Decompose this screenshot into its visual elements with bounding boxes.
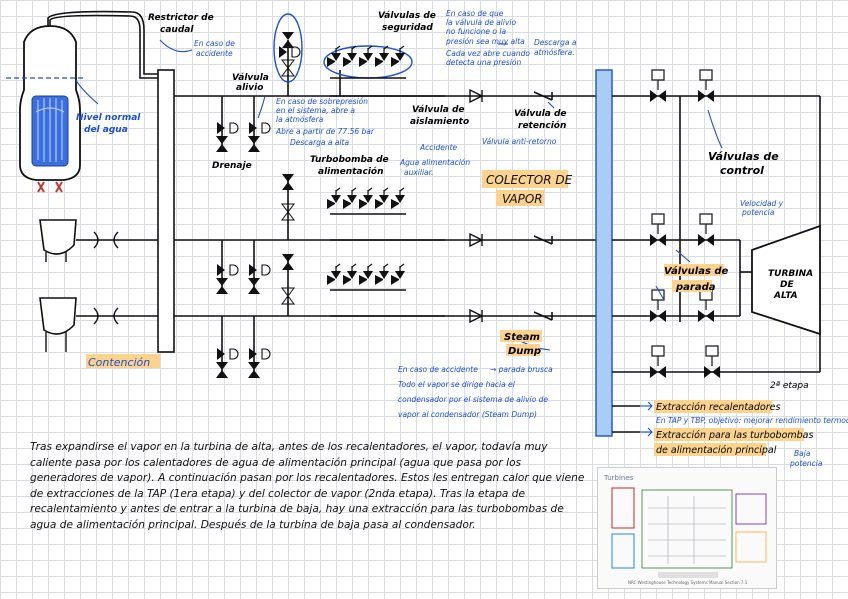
- label-safety-valves-2: seguridad: [382, 23, 433, 33]
- label-parada-2: parada: [675, 282, 716, 293]
- seg-note-2: la válvula de alivio: [446, 18, 516, 27]
- label-baja-2: potencia: [789, 459, 823, 468]
- dump-note-3: Todo el vapor se dirige hacia el: [398, 380, 516, 389]
- alivio-2: en el sistema, abre a: [276, 106, 355, 115]
- steam-dump-label: Steam Dump: [500, 330, 542, 357]
- safety-valves: [323, 45, 413, 291]
- stop-valves-label: Válvulas de parada: [664, 264, 729, 293]
- seg-note-1: En caso de que: [446, 9, 504, 18]
- dump-note-4: condensador por el sistema de alivio de: [398, 395, 548, 404]
- label-control: Válvulas de: [708, 150, 779, 163]
- label-restrictor-2: caudal: [160, 25, 194, 35]
- label-contencion: Contención: [88, 356, 150, 369]
- dump-note: En caso de accidente → parada brusca Tod…: [398, 365, 553, 419]
- turbina-2: DE: [780, 280, 794, 290]
- thumbnail-title: Turbines: [603, 474, 634, 482]
- label-ext-turbobombas: Extracción para las turbobombas: [656, 430, 813, 441]
- label-isolation: Válvula de: [412, 105, 465, 115]
- turbina-1: TURBINA: [768, 269, 813, 279]
- turbine-valves: [650, 69, 821, 378]
- label-restrictor: Restrictor de: [148, 13, 214, 23]
- label-turbobomba: Turbobomba de: [310, 155, 389, 165]
- alivio-1: En caso de sobrepresión: [276, 97, 368, 106]
- isolation-check-valves: [469, 88, 553, 324]
- restrictor-pipe-2: [47, 10, 158, 75]
- restrictor-icon: [76, 231, 158, 325]
- alivio-5: Descarga a alta: [290, 138, 349, 147]
- extraction-labels: 2ª etapa Extracción recalentadores En TA…: [654, 381, 848, 468]
- label-safety-valves: Válvulas de: [378, 11, 436, 21]
- hp-turbine: [751, 224, 821, 336]
- diagram-labels: Restrictor de caudal En caso de accident…: [76, 9, 577, 177]
- seg-note-5: Cada vez abre cuando: [446, 49, 530, 58]
- label-agua-aux-2: auxiliar.: [404, 168, 433, 177]
- reference-thumbnail: Turbines NRC Westinghouse Technology Sys…: [597, 467, 777, 589]
- label-isolation-2: aislamiento: [410, 117, 469, 127]
- label-accident-2: accidente: [196, 49, 233, 58]
- collector-label: COLECTOR DE VAPOR: [482, 170, 573, 206]
- label-agua-aux: Agua alimentación: [399, 158, 470, 167]
- descarga-2: atmósfera.: [534, 48, 575, 57]
- collector-label-1: COLECTOR DE: [486, 173, 573, 187]
- right-labels: Válvulas de control Velocidad y potencia: [708, 150, 784, 217]
- label-ext-turbobombas-2: de alimentación principal: [656, 445, 777, 456]
- label-check: Válvula de: [514, 109, 567, 119]
- label-segunda-etapa: 2ª etapa: [770, 381, 809, 391]
- label-baja: Baja: [794, 449, 811, 458]
- label-accidente: Accidente: [419, 143, 458, 152]
- label-control-2: control: [720, 164, 764, 177]
- label-accident: En caso de: [194, 39, 235, 48]
- seg-note-3: no funcione o la: [446, 27, 506, 36]
- dump-note-2: → parada brusca: [490, 365, 553, 374]
- label-anti-retorno: Válvula anti-retorno: [482, 137, 557, 146]
- steam-generator: [6, 25, 86, 193]
- alivio-3: la atmósfera: [276, 115, 324, 124]
- alivio-4: Abre a partir de 77.56 bar: [275, 127, 375, 136]
- label-velocidad: Velocidad y: [740, 199, 784, 208]
- seg-note-6: detecta una presión: [446, 58, 521, 67]
- steam-collector: [595, 69, 613, 437]
- dump-note-1: En caso de accidente: [398, 365, 478, 374]
- turbine-label: TURBINA DE ALTA: [768, 269, 813, 301]
- seg-note-4: presión sea muy alta: [445, 37, 525, 46]
- steam-dump-1: Steam: [504, 332, 540, 343]
- label-relief: Válvula: [232, 73, 269, 83]
- relief-valves: [273, 13, 303, 305]
- restrictor-pipe: [49, 14, 158, 79]
- label-drenaje: Drenaje: [212, 161, 252, 171]
- label-nivel: Nivel normal: [76, 113, 141, 123]
- label-nivel-2: del agua: [84, 125, 128, 135]
- dump-note-5: vapor al condensador (Steam Dump): [398, 410, 537, 419]
- label-turbobomba-2: alimentación: [318, 166, 384, 177]
- label-relief-2: alivio: [236, 83, 263, 93]
- descarga-1: Descarga a: [534, 38, 577, 47]
- containment-wall: [157, 69, 175, 353]
- label-tap-tbp: En TAP y TBP, objetivo: mejorar rendimie…: [656, 416, 848, 425]
- label-parada: Válvulas de: [664, 265, 729, 277]
- collector-label-2: VAPOR: [502, 192, 543, 206]
- label-ext-recalentadores: Extracción recalentadores: [656, 402, 780, 413]
- steam-generator-3: [39, 297, 77, 352]
- label-check-2: retención: [518, 120, 566, 131]
- containment-label: Contención: [86, 354, 160, 369]
- steam-dump-2: Dump: [508, 346, 541, 357]
- label-velocidad-2: potencia: [741, 208, 775, 217]
- steam-generator-2: [39, 219, 77, 262]
- explanation-paragraph: Tras expandirse el vapor en la turbina d…: [30, 441, 585, 531]
- thumbnail-caption: NRC Westinghouse Technology Systems Manu…: [628, 580, 748, 585]
- turbina-3: ALTA: [773, 291, 798, 301]
- annotation-arrows: [75, 39, 755, 453]
